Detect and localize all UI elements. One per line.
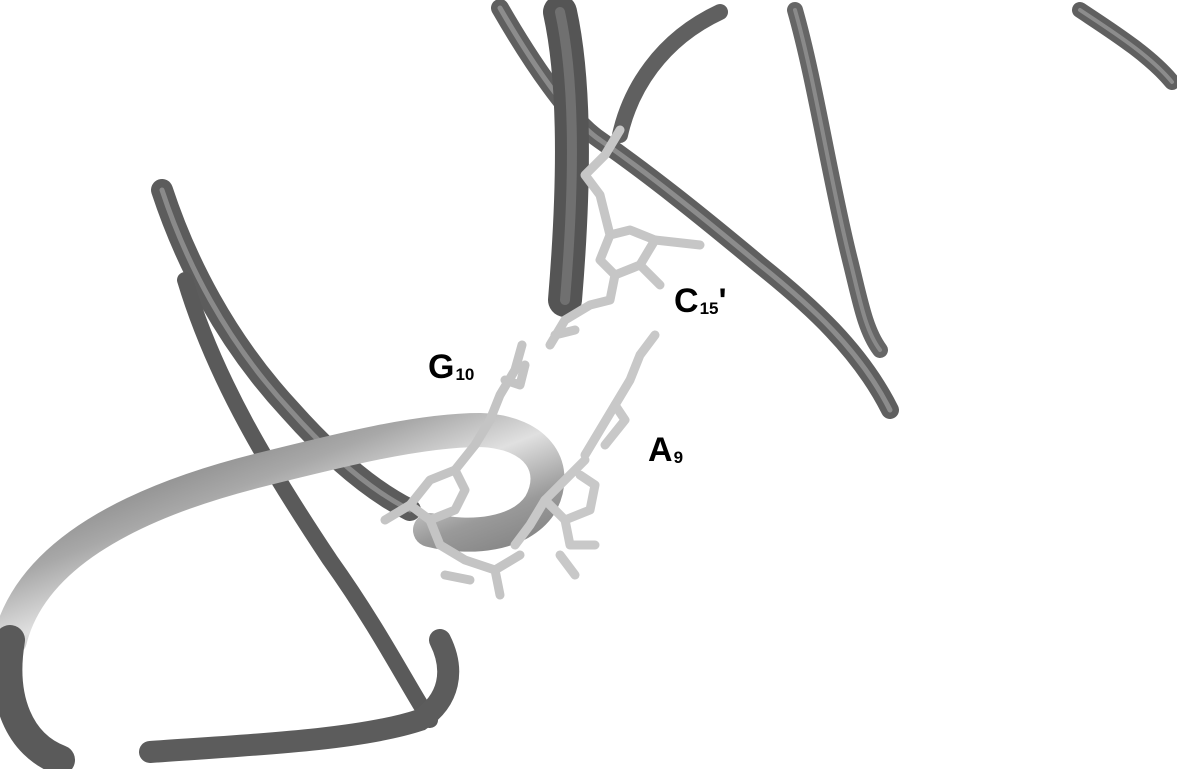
label-g10-sub: 10 [455,365,474,384]
ribbon-lower-loop [7,430,547,760]
label-a9: A9 [648,433,683,467]
label-a9-sub: 9 [674,448,683,467]
label-g10-base: G [428,348,454,386]
label-c15-prime: ' [718,282,726,320]
label-c15-base: C [674,282,699,320]
label-c15-sub: 15 [700,299,719,318]
label-c15: C15' [674,284,727,318]
label-a9-base: A [648,431,673,469]
label-g10: G10 [428,350,474,384]
